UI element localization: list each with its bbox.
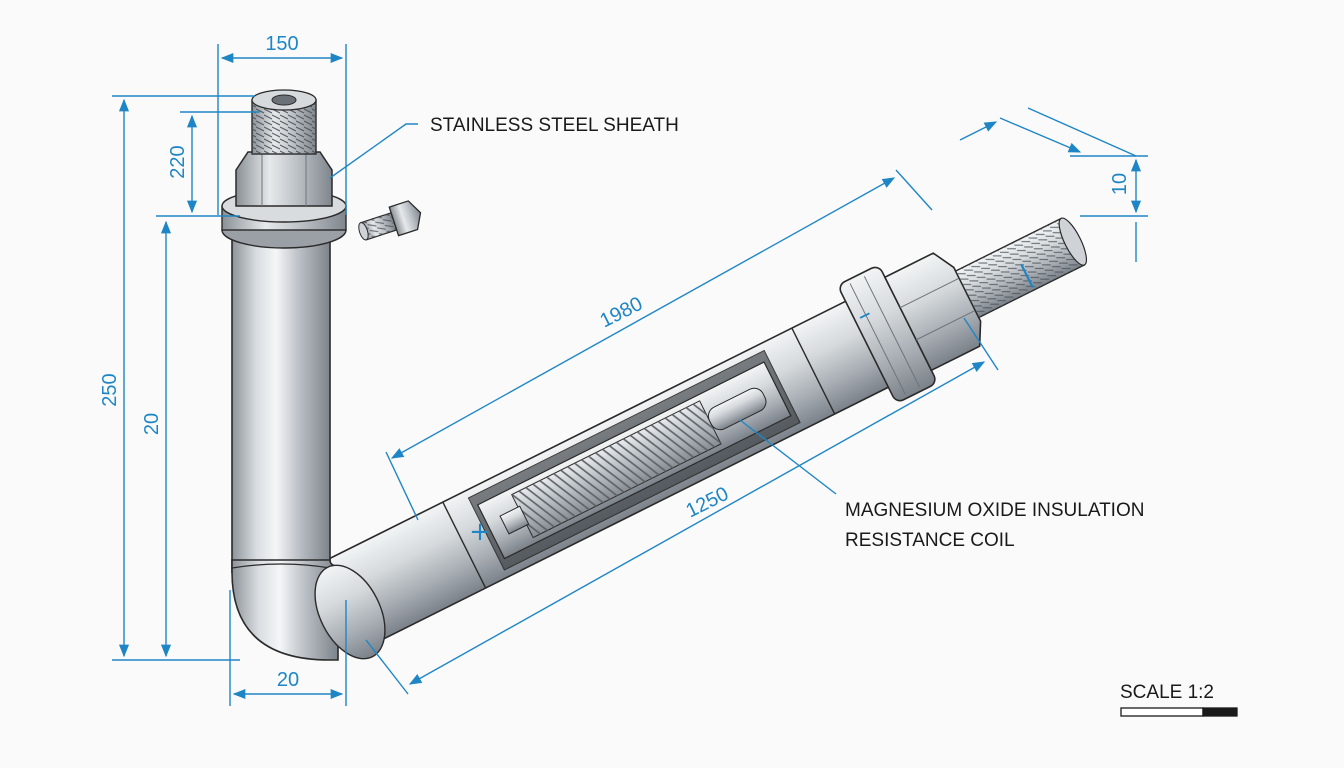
callouts: STAINLESS STEEL SHEATH MAGNESIUM OXIDE I… [430, 115, 1144, 551]
dim-thread-height: 220 [167, 145, 189, 178]
scale-label: SCALE 1:2 [1120, 682, 1214, 703]
label-coil: RESISTANCE COIL [845, 530, 1015, 551]
dim-upper-length: 1980 [597, 293, 647, 333]
pipe-bend [231, 559, 339, 661]
dim-total-height: 250 [99, 373, 121, 406]
label-sheath: STAINLESS STEEL SHEATH [430, 115, 679, 136]
dim-top-width: 150 [265, 33, 298, 55]
vertical-sheath [231, 231, 331, 573]
dim-bottom-width: 20 [277, 669, 299, 691]
top-hex-nut [235, 151, 333, 207]
dim-inner-height: 20 [141, 413, 163, 435]
dim-thread-dia: 10 [1109, 173, 1131, 195]
loose-nut-fitting [358, 200, 422, 241]
label-insulation: MAGNESIUM OXIDE INSULATION [845, 500, 1144, 521]
scale-bar: SCALE 1:2 [1120, 682, 1238, 717]
positive-marker: + [469, 517, 491, 547]
dimension-lines [112, 44, 1148, 706]
heater-body [221, 89, 1088, 661]
